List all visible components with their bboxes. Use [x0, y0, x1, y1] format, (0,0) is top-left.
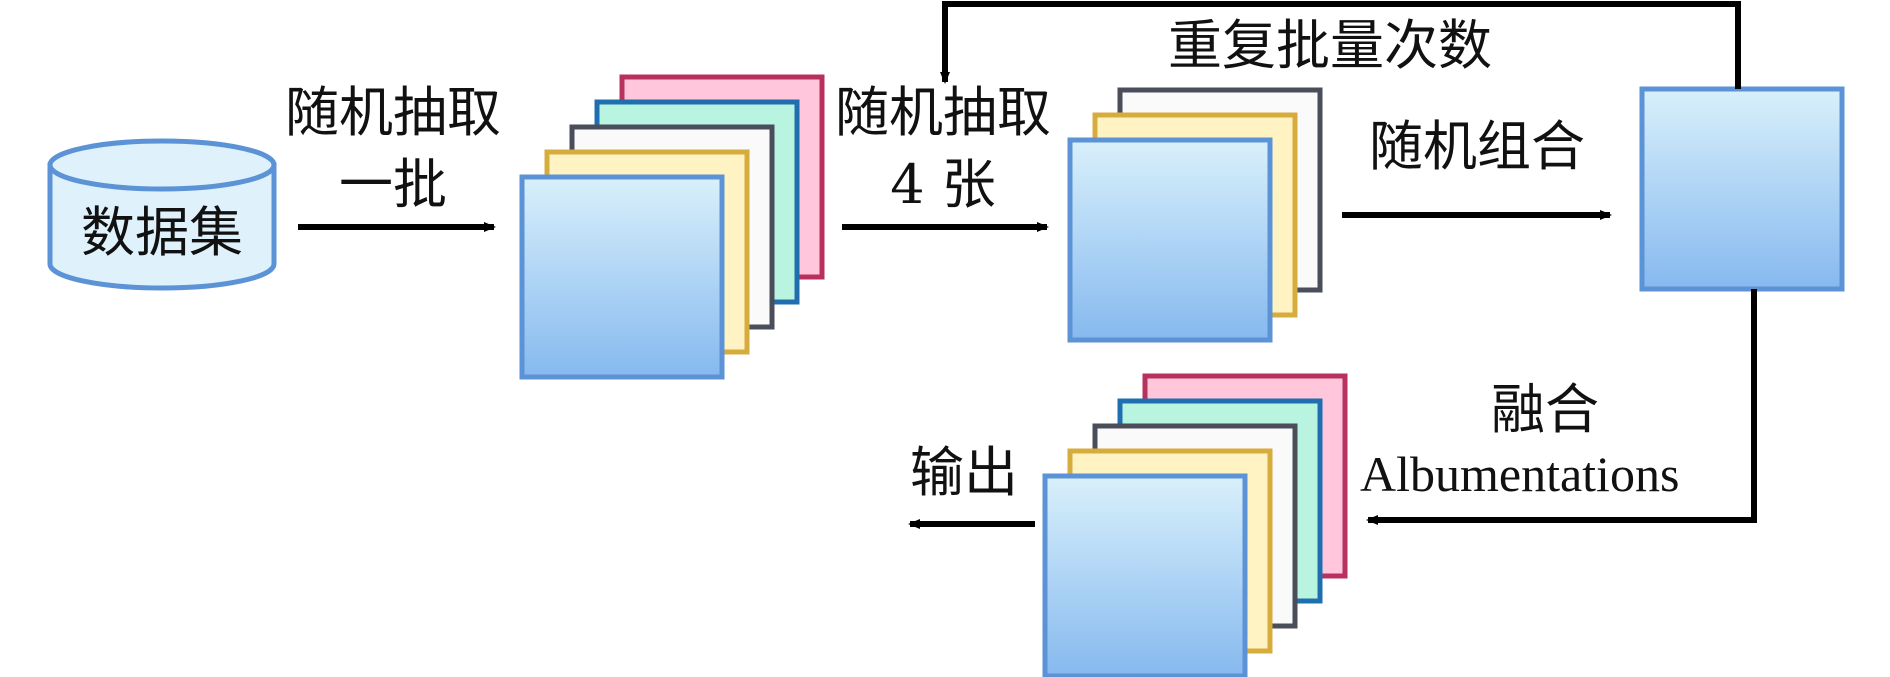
dataset-cylinder-icon — [47, 138, 277, 291]
card-blue — [1067, 137, 1273, 343]
step1-label-line2: 一批 — [339, 153, 447, 216]
image-batch-stack — [519, 74, 825, 380]
dataset-label: 数据集 — [81, 201, 243, 264]
step1-label-line1: 随机抽取 — [285, 81, 501, 144]
step2-label-line1: 随机抽取 — [835, 81, 1051, 144]
output-image-stack — [1042, 373, 1348, 677]
four-image-stack — [1067, 87, 1323, 343]
fuse-label-line1: 融合 — [1491, 378, 1599, 441]
card-blue — [1042, 473, 1248, 677]
arrow-repeat-loop — [940, 1, 1741, 89]
output-label: 输出 — [910, 441, 1018, 504]
fuse-label-line2: Albumentations — [1360, 446, 1680, 502]
card-blue — [519, 174, 725, 380]
combine-label: 随机组合 — [1369, 115, 1585, 178]
step2-label-line2: 4 张 — [890, 153, 996, 216]
repeat-label: 重复批量次数 — [1168, 14, 1492, 77]
arrow-combine-to-fuse — [1366, 289, 1757, 525]
combined-image-card — [1639, 86, 1845, 292]
